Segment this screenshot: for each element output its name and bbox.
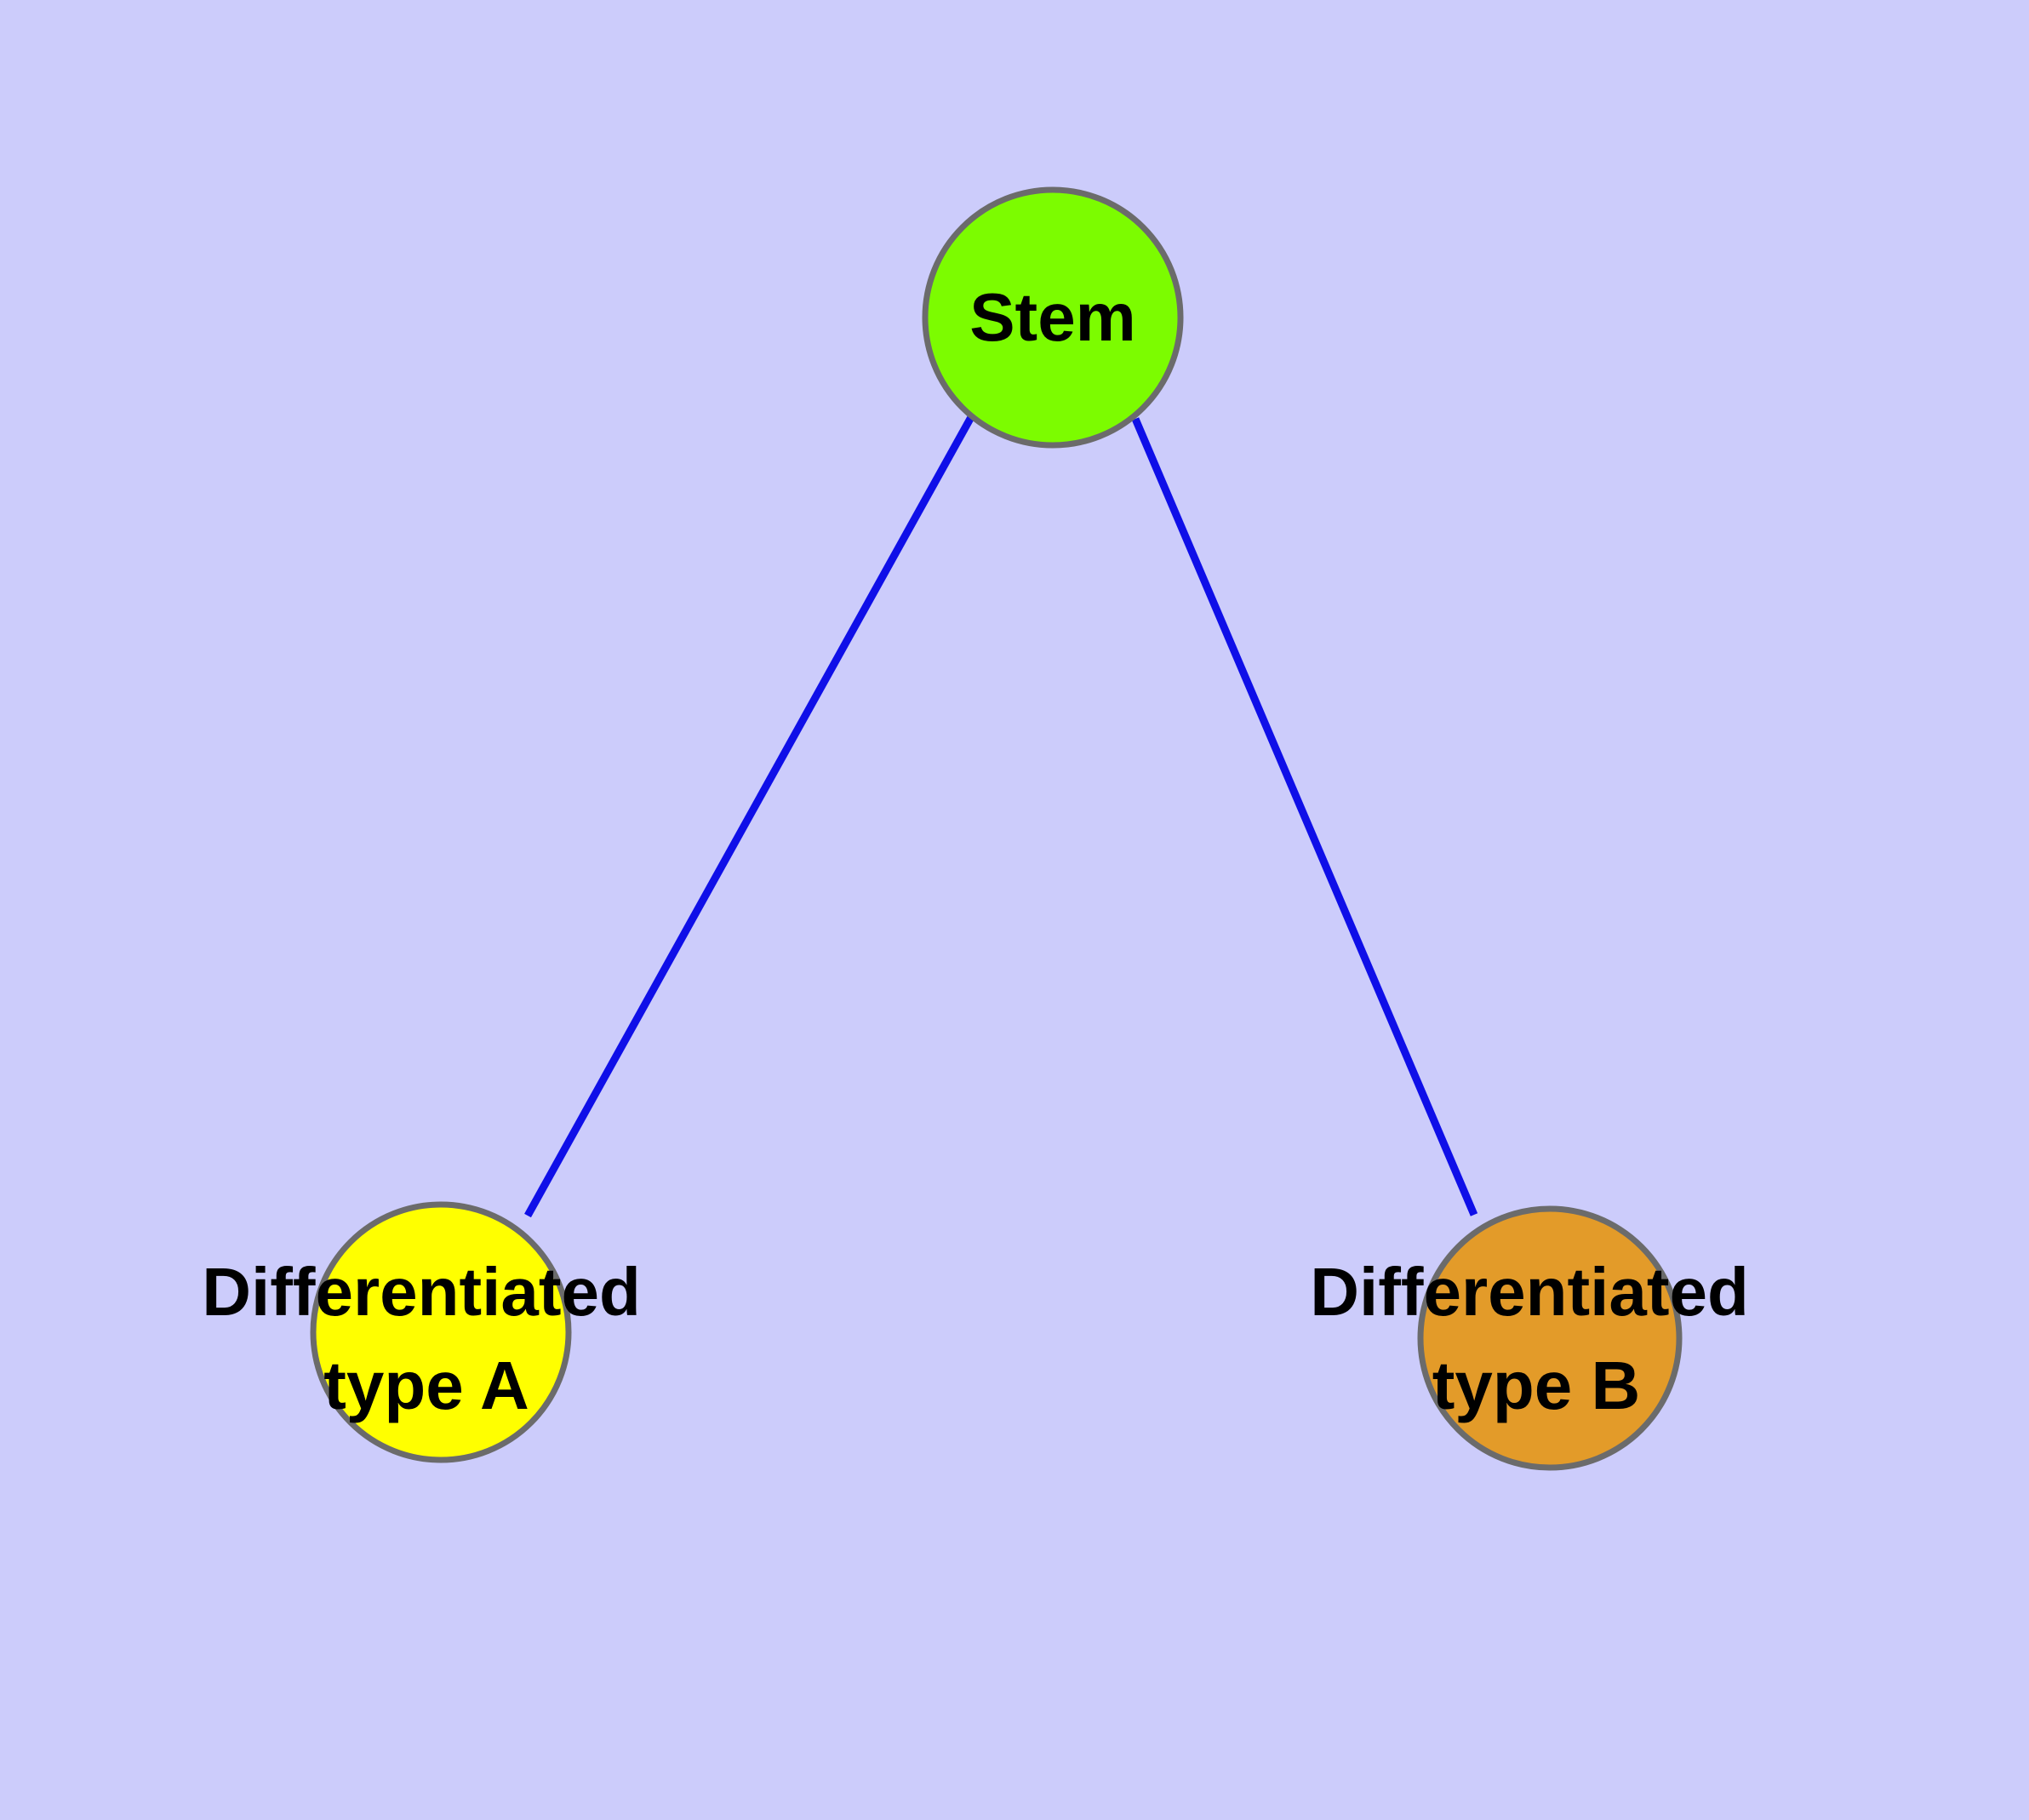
- edge-group: [524, 415, 1478, 1218]
- node-differentiated-type-a-circle[interactable]: [310, 1201, 572, 1463]
- node-differentiated-type-a-label-line2: type A: [323, 1348, 529, 1423]
- node-stem[interactable]: Stem: [922, 186, 1184, 449]
- node-differentiated-type-b-label-line2: type B: [1432, 1348, 1641, 1423]
- edge-stem-to-differentiated-type-b[interactable]: [1131, 417, 1478, 1216]
- node-differentiated-type-b-label-line1: Differentiated: [1310, 1254, 1749, 1330]
- node-stem-label-line1: Stem: [969, 279, 1136, 355]
- node-differentiated-type-b[interactable]: Differentiated type B: [1310, 1205, 1749, 1471]
- node-differentiated-type-b-circle[interactable]: [1417, 1205, 1683, 1471]
- edge-stem-to-differentiated-type-a[interactable]: [524, 415, 974, 1218]
- node-group: Stem Differentiated type A Differentiate…: [202, 186, 1749, 1471]
- node-differentiated-type-a[interactable]: Differentiated type A: [202, 1201, 641, 1463]
- node-stem-circle[interactable]: [922, 186, 1184, 449]
- node-differentiated-type-a-label-line1: Differentiated: [202, 1254, 641, 1330]
